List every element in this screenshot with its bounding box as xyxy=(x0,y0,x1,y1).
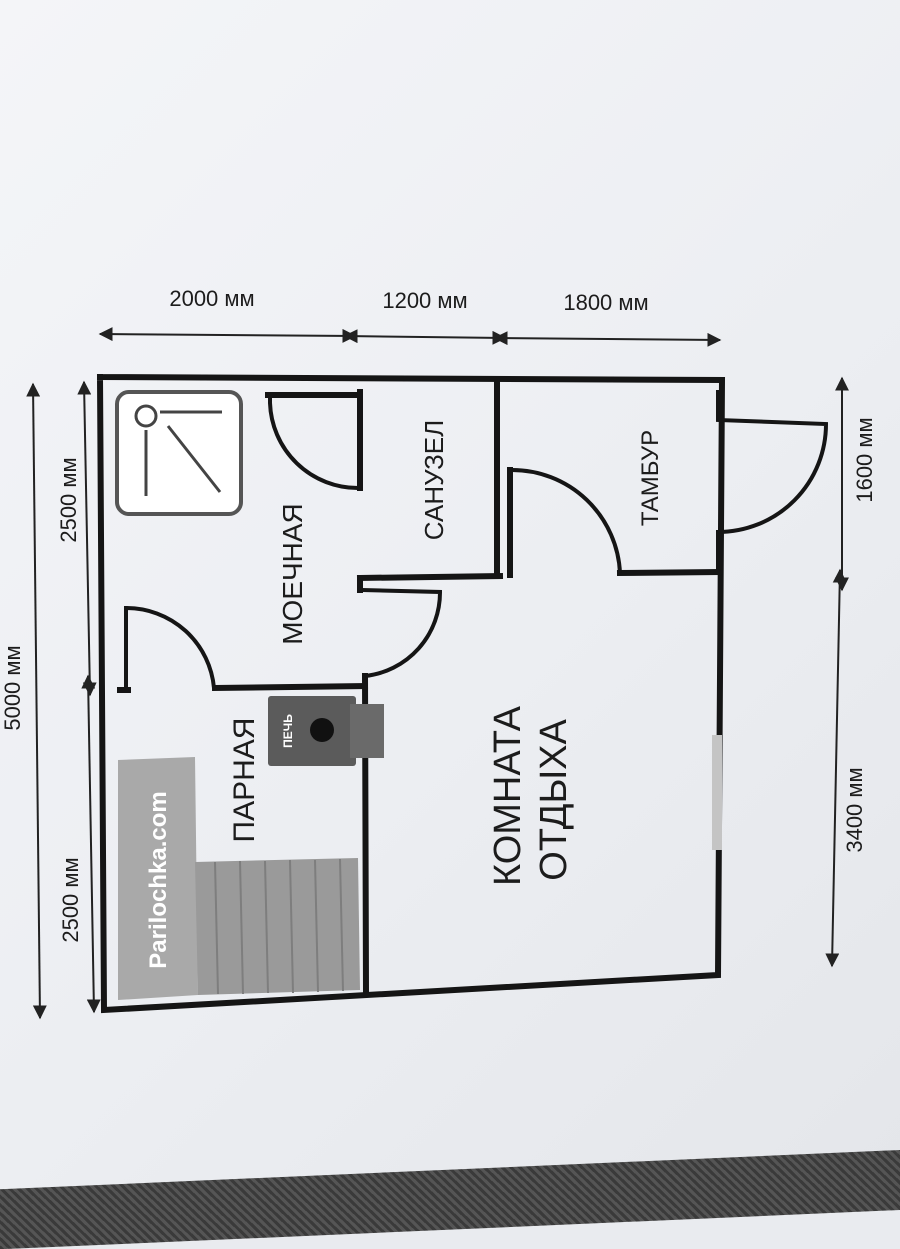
dim-line-1200 xyxy=(343,329,507,345)
dim-2000-label: 2000 мм xyxy=(169,286,254,311)
dim-line-2500-bottom xyxy=(81,674,101,1014)
room-label-lounge-2: ОТДЫХА xyxy=(533,719,575,881)
door-vestibule-inner xyxy=(511,467,622,574)
outer-wall xyxy=(96,373,726,1014)
room-label-washroom: МОЕЧНАЯ xyxy=(277,503,308,645)
watermark-text: Parilochka.com xyxy=(145,791,172,968)
dim-2500-bottom-label: 2500 мм xyxy=(58,857,83,942)
wall-vestibule-bottom xyxy=(616,568,722,577)
wall-steam-top-right xyxy=(211,682,369,692)
room-label-vestibule: ТАМБУР xyxy=(637,430,664,526)
top-dimensions: 2000 мм 1200 мм 1800 мм xyxy=(98,286,722,347)
dim-line-5000 xyxy=(26,382,47,1020)
wall-bath-bottom xyxy=(356,572,504,582)
paper-background xyxy=(0,0,900,1200)
window xyxy=(712,735,722,850)
dim-line-1800 xyxy=(493,331,722,347)
door-lounge xyxy=(361,588,443,678)
door-entrance xyxy=(716,390,829,572)
shower-icon xyxy=(115,390,243,516)
door-steam-room xyxy=(124,605,216,690)
dim-3400-label: 3400 мм xyxy=(842,767,867,852)
stove: ПЕЧЬ xyxy=(268,696,384,766)
bench xyxy=(195,858,360,995)
floor-plan: 2000 мм 1200 мм 1800 мм 5000 мм 2500 мм … xyxy=(0,286,877,1020)
dim-line-2000 xyxy=(98,327,357,343)
dim-2500-top-label: 2500 мм xyxy=(56,457,81,542)
walls xyxy=(96,373,726,1014)
dim-line-2500-top xyxy=(77,380,97,697)
dim-1200-label: 1200 мм xyxy=(382,288,467,313)
watermark-band xyxy=(118,757,198,1000)
doors xyxy=(124,390,829,690)
dim-1800-label: 1800 мм xyxy=(563,290,648,315)
room-label-lounge-1: КОМНАТА xyxy=(487,705,529,886)
room-label-steam: ПАРНАЯ xyxy=(228,718,261,843)
stove-label: ПЕЧЬ xyxy=(281,714,295,748)
steam-room-bench: Parilochka.com xyxy=(118,757,360,1000)
right-dimensions: 1600 мм 3400 мм xyxy=(825,376,877,968)
stove-chimney xyxy=(350,704,384,758)
dim-5000-label: 5000 мм xyxy=(0,645,25,730)
dim-line-3400 xyxy=(825,568,847,968)
door-bathroom xyxy=(268,395,359,490)
left-dimensions: 5000 мм 2500 мм 2500 мм xyxy=(0,380,101,1020)
dim-1600-label: 1600 мм xyxy=(852,417,877,502)
room-label-bathroom: САНУЗЕЛ xyxy=(419,420,449,540)
stove-burner xyxy=(310,718,334,742)
